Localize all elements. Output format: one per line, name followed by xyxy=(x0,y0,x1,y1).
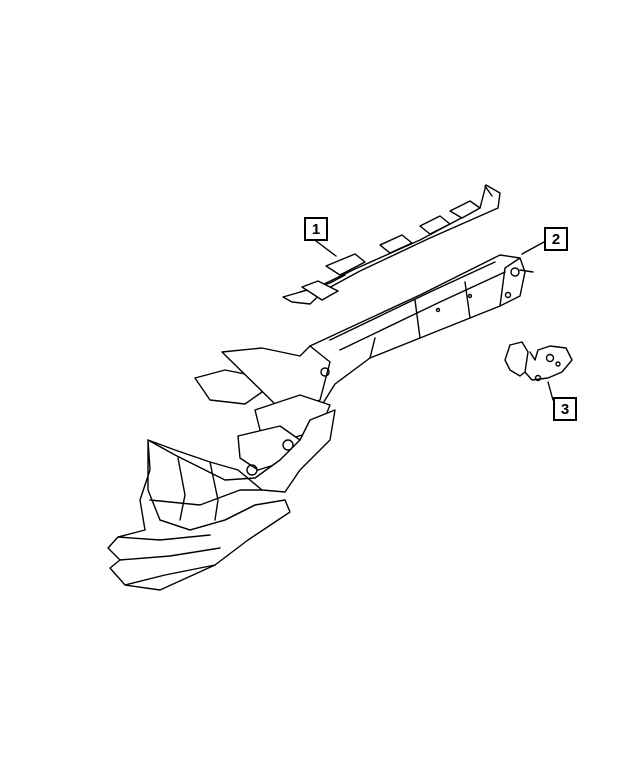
callout-2: 2 xyxy=(544,227,568,251)
part-2-frame-rail xyxy=(107,254,534,591)
leader-line-3 xyxy=(547,381,554,401)
leader-line-2 xyxy=(521,241,545,255)
part-3-bracket xyxy=(504,341,573,382)
part-1-reinforcement xyxy=(282,184,501,305)
leader-line-1 xyxy=(315,240,337,257)
callout-1: 1 xyxy=(304,217,328,241)
callout-3: 3 xyxy=(553,397,577,421)
